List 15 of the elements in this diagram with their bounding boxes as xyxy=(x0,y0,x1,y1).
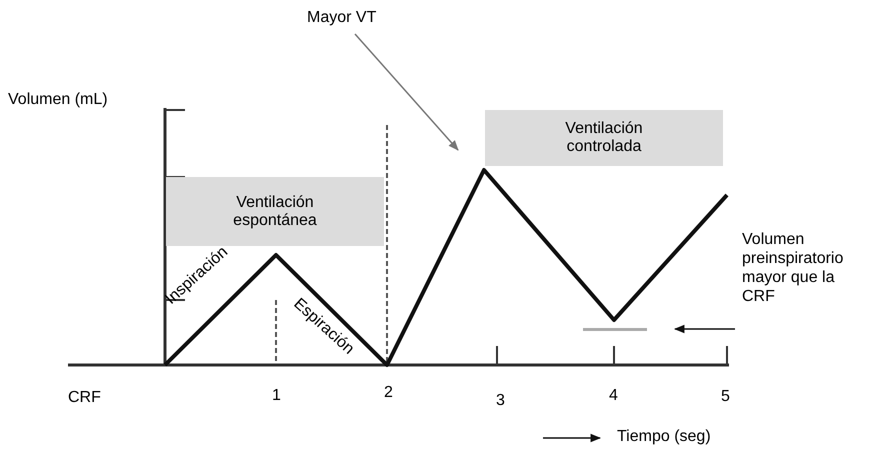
annotation-text: Mayor VT xyxy=(300,8,400,32)
arrow xyxy=(674,324,735,334)
arrow xyxy=(354,34,459,151)
axis-label: Tiempo (seg) xyxy=(617,427,711,446)
axis-label: Volumen (mL) xyxy=(8,90,108,109)
annotation-text: Volumen preinspiratorio mayor que la CRF xyxy=(735,230,863,334)
baseline-mark xyxy=(583,326,647,332)
axis-label: 1 xyxy=(272,386,281,405)
shaded-band: Ventilación controlada xyxy=(485,110,723,166)
axis-label: 2 xyxy=(384,383,393,402)
axis-label: CRF xyxy=(68,388,101,407)
axis-label: 5 xyxy=(721,387,730,406)
axis-label: 4 xyxy=(609,386,618,405)
shaded-band: Ventilación espontánea xyxy=(166,177,384,246)
axis-label: 3 xyxy=(496,391,505,410)
